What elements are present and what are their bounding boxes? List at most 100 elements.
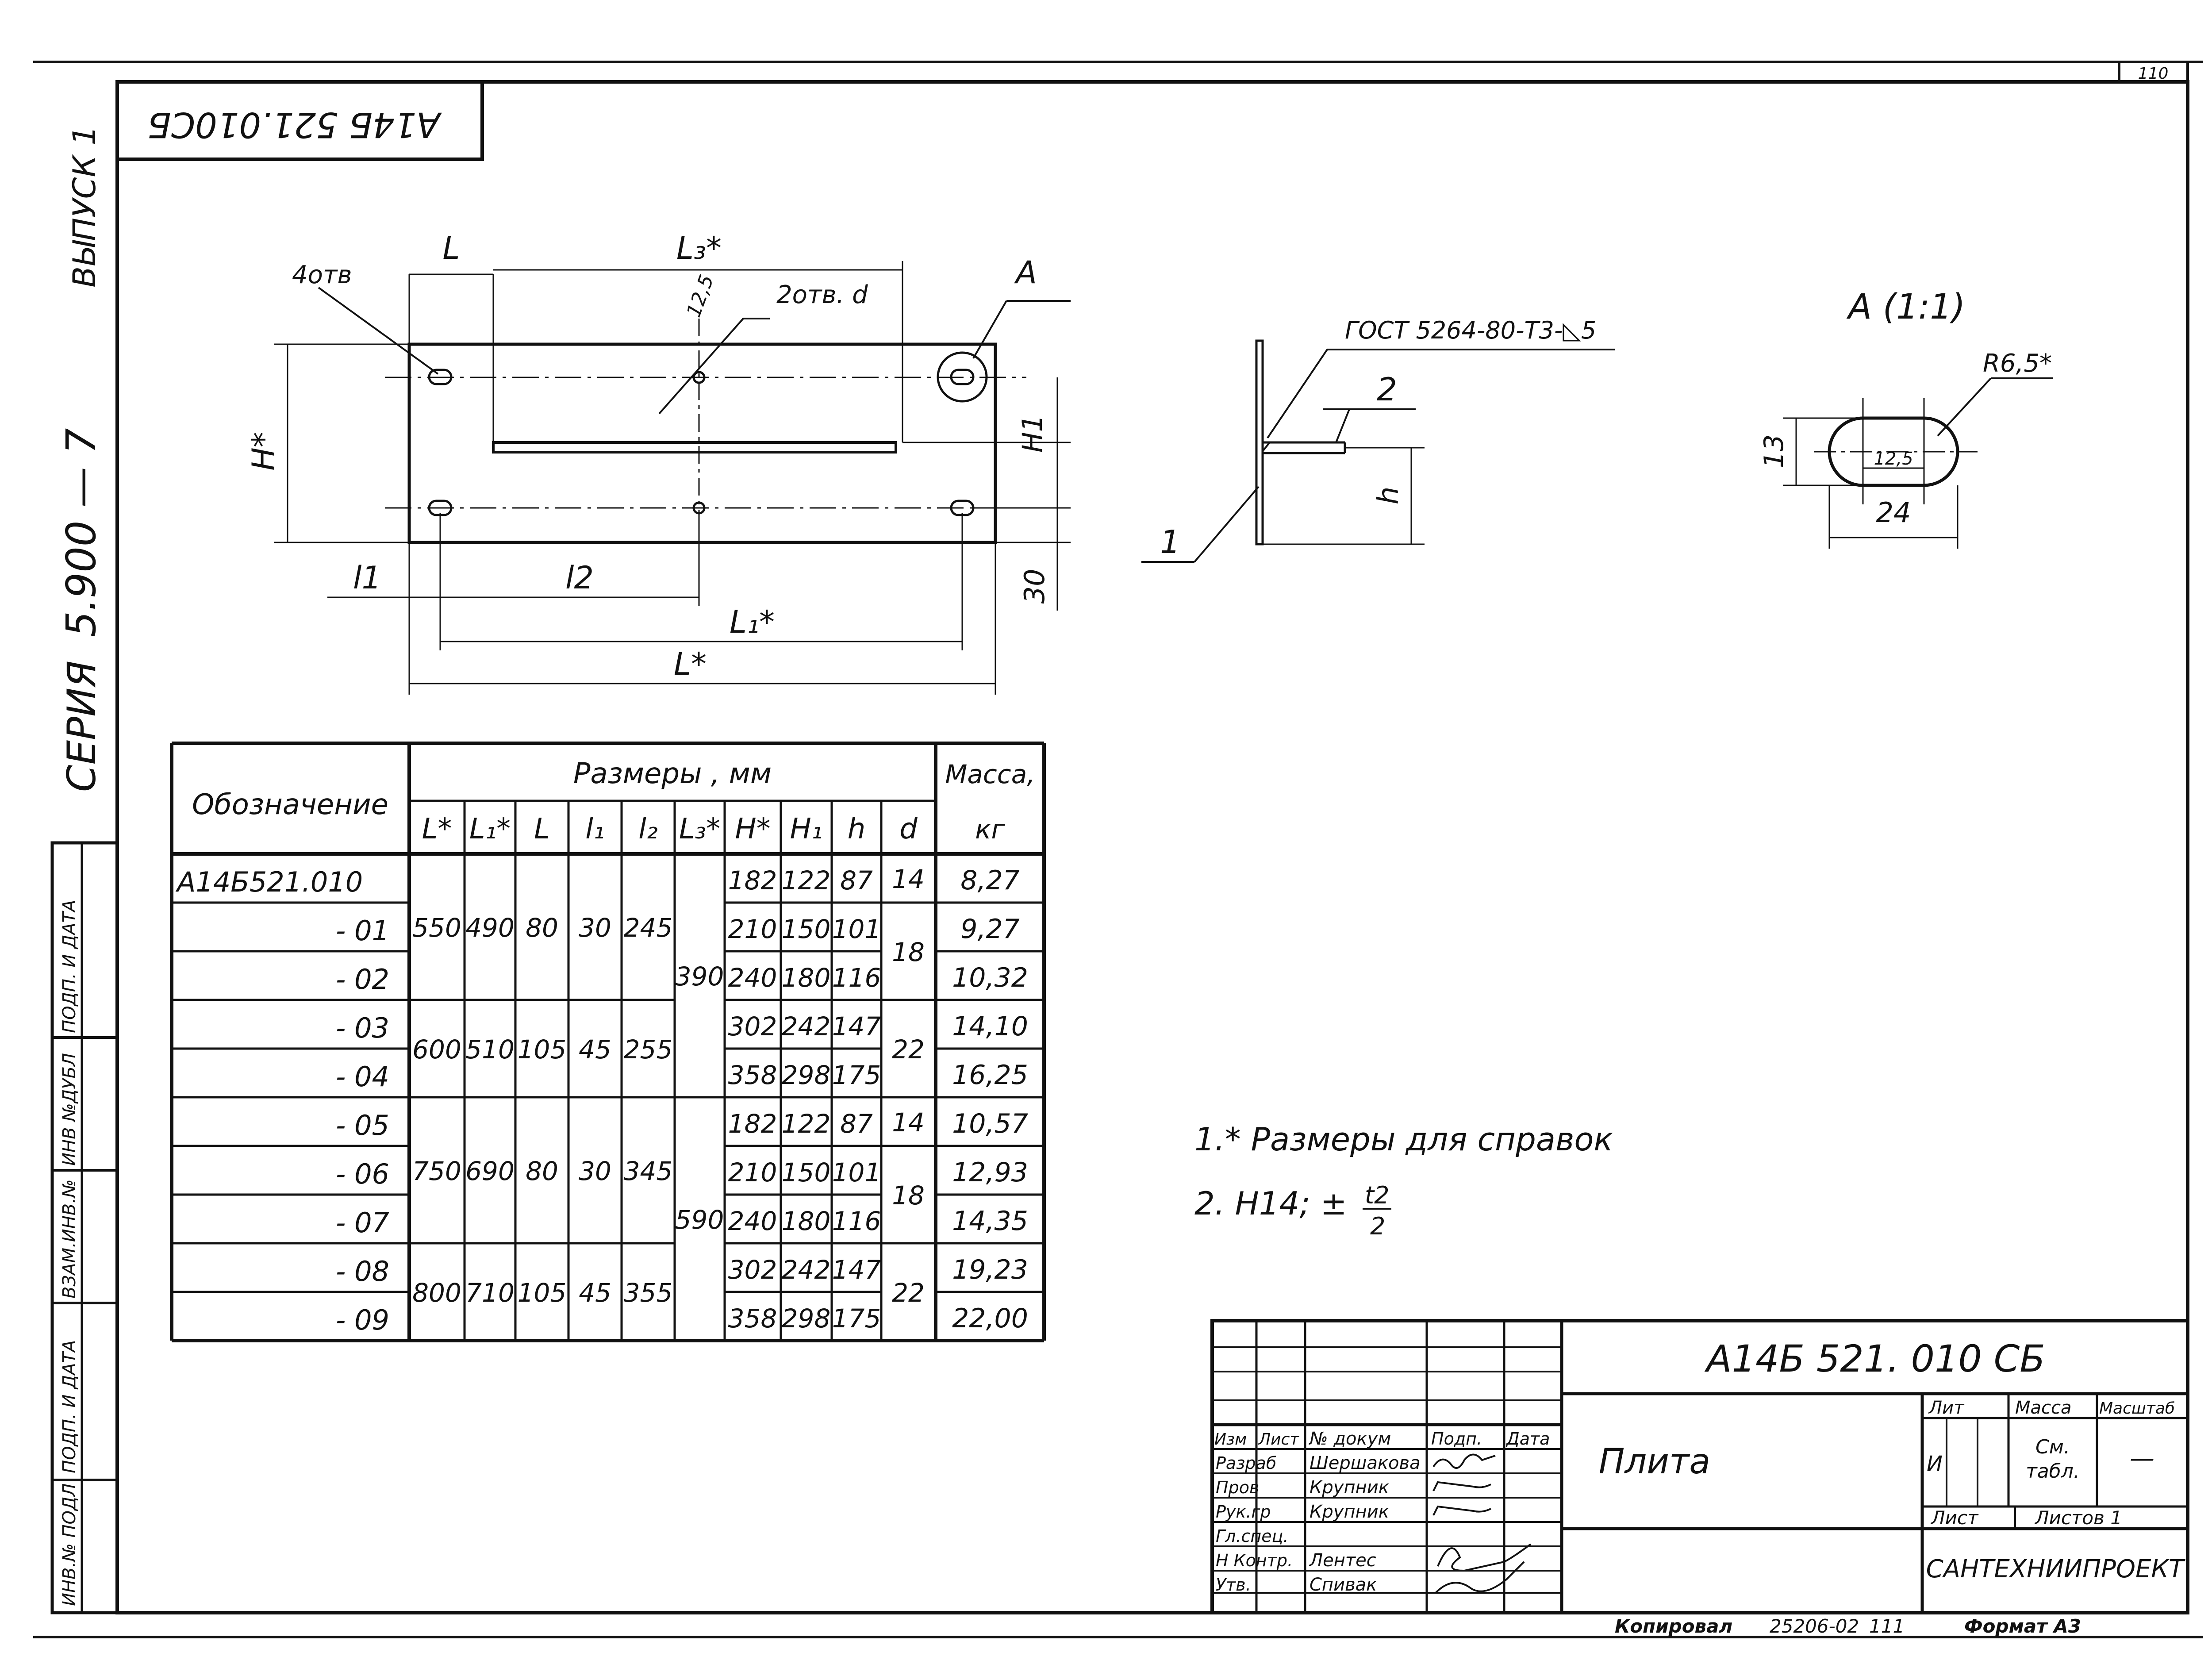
- cell-h-6: 101: [832, 1157, 881, 1188]
- footer-copy-code: 25206-02: [1770, 1615, 1859, 1637]
- cell-H-4: 358: [728, 1060, 777, 1090]
- dim-l2: l2: [565, 560, 594, 596]
- tb-lit-label: Лит: [1928, 1398, 1965, 1418]
- cell-mass-1: 9,27: [960, 914, 1020, 945]
- cell-d-3: 14: [892, 1107, 925, 1138]
- tb-lit-value: И: [1927, 1452, 1943, 1476]
- dim-L3: L₃*: [676, 230, 722, 266]
- th-sizes: Размеры , мм: [573, 757, 772, 790]
- cell-h-9: 175: [832, 1303, 881, 1334]
- cell-H1-6: 150: [782, 1157, 831, 1188]
- rotated-code: А14Б 521.010СБ: [147, 104, 442, 144]
- tb-col-izm: Изм: [1214, 1430, 1247, 1449]
- section-drawing: ГОСТ 5264-80-Т3-◺5 2 1 h: [1141, 316, 1615, 563]
- label-2-holes: 2отв. d: [776, 281, 868, 309]
- cell-H-0: 182: [728, 865, 777, 895]
- dim-L-star: L*: [674, 646, 707, 682]
- cell-mass-9: 22,00: [952, 1303, 1028, 1334]
- cell-mass-7: 14,35: [952, 1206, 1028, 1237]
- issue-label: ВЫПУСК 1: [66, 126, 103, 288]
- cell-H-3: 302: [728, 1011, 777, 1042]
- tb-sheet-label: Лист: [1930, 1507, 1979, 1529]
- page-number-box: [2118, 61, 2189, 83]
- th-col-0: L*: [422, 813, 452, 846]
- cell-H1-7: 180: [782, 1206, 831, 1236]
- code-box: [115, 80, 484, 161]
- signature-5: [1435, 1561, 1525, 1594]
- cell-mass-5: 10,57: [952, 1108, 1028, 1139]
- group_l2-2: 345: [624, 1156, 673, 1186]
- note-2-prefix: 2. Н14; ±: [1194, 1185, 1347, 1222]
- stamp-cell-2: ВЗАМ.ИНВ.№: [59, 1180, 80, 1299]
- th-col-6: H*: [735, 813, 770, 846]
- tb-name-1: Крупник: [1310, 1477, 1389, 1498]
- designation-row-9: - 09: [336, 1304, 389, 1336]
- tb-scale-label: Масштаб: [2099, 1399, 2175, 1418]
- cell-h-4: 175: [832, 1060, 881, 1090]
- note-2-numerator: t2: [1365, 1181, 1390, 1209]
- cell-d-5: 22: [892, 1278, 925, 1308]
- designation-row-5: - 05: [336, 1109, 389, 1141]
- note-2-denominator: 2: [1370, 1212, 1385, 1240]
- label-4-holes: 4отв: [292, 261, 352, 289]
- tb-mass-label: Масса: [2015, 1398, 2072, 1418]
- group_l1-0: 30: [579, 913, 611, 943]
- th-col-4: l₂: [638, 813, 657, 846]
- th-col-1: L₁*: [469, 813, 511, 846]
- tb-role-5: Утв.: [1216, 1575, 1251, 1595]
- th-col-8: h: [848, 813, 866, 846]
- dim-30: 30: [1018, 569, 1051, 604]
- flange-rib: [492, 441, 897, 454]
- group_L1-1: 510: [465, 1034, 515, 1065]
- cell-d-0: 14: [892, 864, 925, 894]
- designation-row-0: А14Б521.010: [175, 866, 363, 898]
- footer-copy-sheet: 111: [1869, 1615, 1905, 1637]
- tb-role-3: Гл.спец.: [1216, 1526, 1289, 1546]
- th-mass: Масса,: [945, 759, 1035, 789]
- designation-row-4: - 04: [336, 1061, 389, 1093]
- tb-role-1: Пров: [1216, 1478, 1259, 1497]
- group_l1-2: 30: [579, 1156, 611, 1186]
- detail-inner: 12,5: [1874, 449, 1913, 469]
- cell-d-1: 18: [892, 937, 925, 967]
- cell-mass-0: 8,27: [960, 865, 1020, 896]
- cell-H-9: 358: [728, 1303, 777, 1334]
- signature-0: [1432, 1453, 1496, 1469]
- pos-1: 1: [1160, 523, 1180, 561]
- series-number: 5.900 — 7: [58, 428, 105, 637]
- designation-row-3: - 03: [336, 1012, 389, 1044]
- dim-12-5: 12,5: [682, 272, 718, 320]
- cell-h-3: 147: [832, 1011, 881, 1042]
- designation-row-6: - 06: [336, 1158, 389, 1190]
- cell-mass-6: 12,93: [952, 1157, 1028, 1188]
- title-block: Изм Лист № докум Подп. Дата Разраб Пров …: [1210, 1319, 2189, 1614]
- group_l2-3: 355: [624, 1278, 673, 1308]
- detail-a: А (1:1) 12,5 R6,5* 24 13: [1759, 287, 2053, 549]
- cell-H-7: 240: [728, 1206, 777, 1236]
- detail-circle-a: [937, 351, 988, 403]
- cell-mass-4: 16,25: [952, 1060, 1028, 1091]
- tb-part-name: Плита: [1599, 1442, 1710, 1482]
- tb-col-date: Дата: [1505, 1429, 1550, 1449]
- stamp-cell-3: ИНВ №ДУБЛ: [59, 1053, 80, 1166]
- cell-h-5: 87: [840, 1109, 873, 1139]
- tb-col-docnum: № докум: [1309, 1429, 1391, 1449]
- designation-row-8: - 08: [336, 1255, 389, 1288]
- plate-outline: [407, 342, 997, 544]
- signature-1: [1432, 1481, 1491, 1491]
- group_L-1: 600: [412, 1034, 461, 1065]
- designation-row-2: - 02: [336, 963, 389, 995]
- th-col-5: L₃*: [679, 813, 720, 846]
- cell-H1-1: 150: [782, 914, 831, 944]
- cell-H-5: 182: [728, 1109, 777, 1139]
- cell-h-2: 116: [832, 963, 881, 993]
- tb-mass-value-2: табл.: [2026, 1460, 2080, 1483]
- group_L1-2: 690: [465, 1156, 515, 1186]
- cell-H1-3: 242: [782, 1011, 831, 1042]
- plate-section: [1255, 339, 1264, 546]
- pos-2: 2: [1377, 371, 1397, 408]
- group_L-3: 800: [412, 1278, 461, 1308]
- stamp-cell-1: ПОДП. И ДАТА: [59, 1340, 80, 1473]
